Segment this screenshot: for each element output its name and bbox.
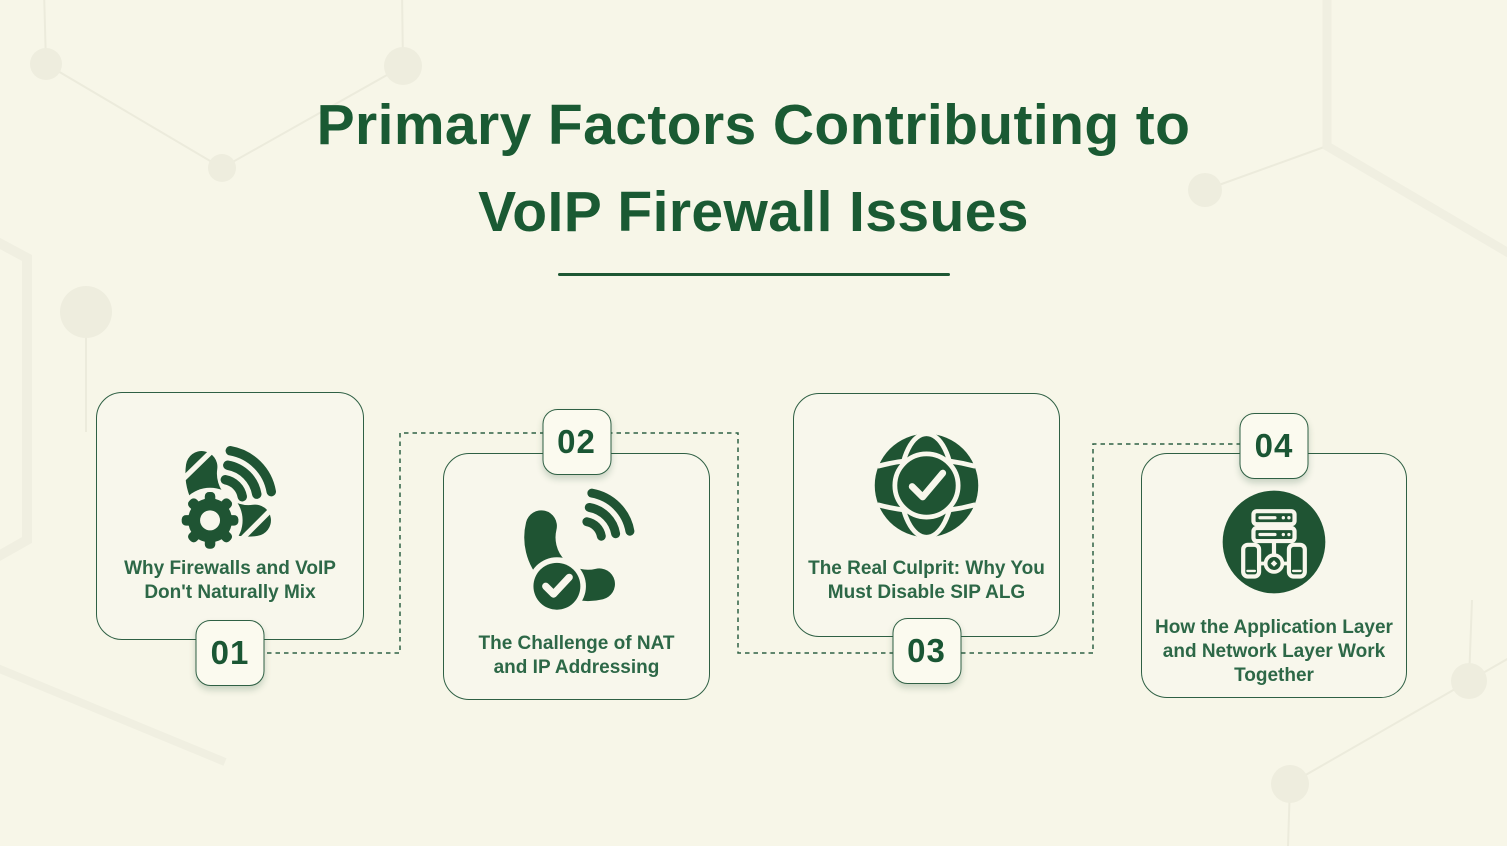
factor-card-4-number: 04 xyxy=(1254,427,1294,464)
factor-card-4-label: How the Application Layer and Network La… xyxy=(1155,617,1393,686)
network-devices-icon xyxy=(1222,490,1326,594)
factor-card-3-number: 03 xyxy=(907,632,946,669)
phone-gear-waves-icon xyxy=(177,440,282,553)
title-underline xyxy=(558,273,950,276)
page-title: Primary Factors Contributing to VoIP Fir… xyxy=(0,82,1507,256)
page-title-line1: Primary Factors Contributing to xyxy=(316,93,1191,157)
factor-card-4-number-badge: 04 xyxy=(1239,413,1309,479)
factor-card-2: The Challenge of NAT and IP Addressing 0… xyxy=(443,409,710,700)
factor-card-3-number-badge: 03 xyxy=(892,618,961,684)
factor-card-1-label: Why Firewalls and VoIP Don't Naturally M… xyxy=(124,558,336,603)
factor-card-3-label: The Real Culprit: Why You Must Disable S… xyxy=(808,558,1045,603)
page-title-line2: VoIP Firewall Issues xyxy=(478,180,1029,244)
factor-card-2-number: 02 xyxy=(557,423,596,460)
factor-card-4: How the Application Layer and Network La… xyxy=(1141,413,1407,698)
factor-card-2-label: The Challenge of NAT and IP Addressing xyxy=(478,633,675,678)
factor-card-1-number-badge: 01 xyxy=(195,620,265,686)
factor-card-2-number-badge: 02 xyxy=(542,409,611,475)
factor-card-1: Why Firewalls and VoIP Don't Naturally M… xyxy=(96,392,364,686)
factor-card-1-number: 01 xyxy=(210,634,250,671)
phone-check-waves-icon xyxy=(523,488,634,616)
globe-check-icon xyxy=(874,431,979,540)
factor-card-3: The Real Culprit: Why You Must Disable S… xyxy=(793,393,1060,684)
